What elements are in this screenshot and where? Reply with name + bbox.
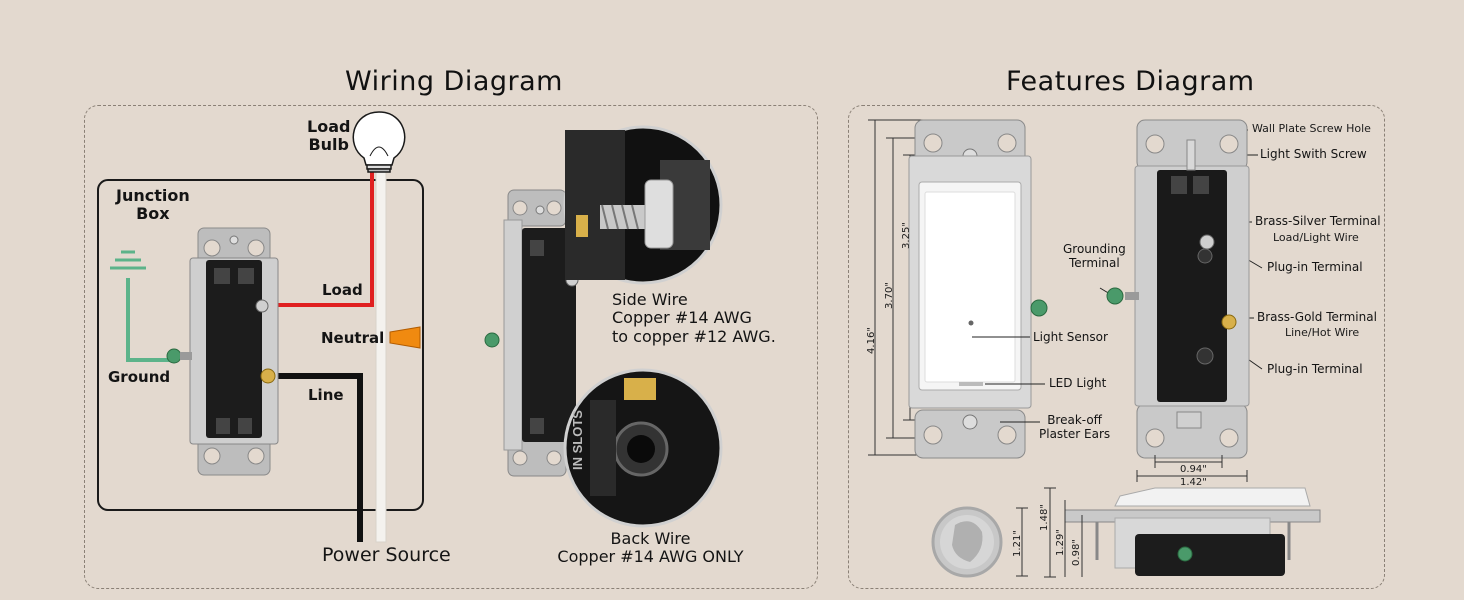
grounding-line2: Terminal (1068, 256, 1120, 270)
breakoff-line2: Plaster Ears (1039, 427, 1111, 441)
led-light-label: LED Light (1049, 376, 1107, 390)
terminal-switch (1106, 119, 1250, 459)
wiring-diagram-title: Wiring Diagram (345, 66, 563, 97)
dim-3-70: 3.70" (883, 282, 895, 309)
grounding-line1: Grounding (1063, 242, 1126, 256)
back-wire-label: Back Wire Copper #14 AWG ONLY (548, 529, 753, 567)
load-bulb-label: Load Bulb (307, 117, 351, 155)
brass-silver-label: Brass-Silver Terminal (1255, 214, 1381, 228)
load-bulb-line1: Load (307, 117, 351, 136)
dim-1-21: 1.21" (1011, 530, 1023, 557)
load-label: Load (322, 281, 363, 299)
power-source-label: Power Source (322, 544, 451, 566)
side-wire-zoom (563, 125, 723, 285)
dim-0-98: 0.98" (1070, 539, 1082, 566)
breakoff-label: Break-off Plaster Ears (1039, 413, 1110, 441)
side-wire-label: Side Wire Copper #14 AWG to copper #12 A… (612, 290, 776, 346)
ground-label: Ground (108, 368, 171, 386)
neutral-label: Neutral (321, 329, 385, 347)
dim-4-16: 4.16" (865, 327, 877, 354)
back-wire-line2: Copper #14 AWG ONLY (557, 547, 744, 567)
dim-3-25: 3.25" (900, 222, 912, 249)
features-diagram-title: Features Diagram (1006, 66, 1255, 97)
back-wire-line1: Back Wire (610, 529, 691, 548)
plugin-terminal-1-label: Plug-in Terminal (1267, 260, 1363, 274)
brass-gold-label: Brass-Gold Terminal (1257, 310, 1377, 324)
plugin-terminal-2-label: Plug-in Terminal (1267, 362, 1363, 376)
light-sensor-label: Light Sensor (1033, 330, 1108, 344)
side-wire-line3: to copper #12 AWG. (612, 326, 776, 346)
dim-1-48: 1.48" (1038, 504, 1050, 531)
ground-symbol-icon (110, 250, 146, 270)
load-bulb-line2: Bulb (308, 135, 349, 155)
coin-dimension-line (1016, 507, 1028, 577)
side-wire-line1: Side Wire (612, 290, 688, 309)
wall-plate-screw-hole-label: Wall Plate Screw Hole (1252, 122, 1371, 135)
dim-1-42: 1.42" (1180, 477, 1207, 488)
wire-nut-icon (389, 326, 421, 349)
load-wire (266, 170, 374, 307)
line-wire (268, 373, 363, 542)
junction-box (97, 179, 424, 511)
light-switch-screw-label: Light Swith Screw (1260, 147, 1367, 161)
line-label: Line (308, 386, 344, 404)
in-slots-text: IN SLOTS (570, 410, 585, 470)
front-switch (908, 119, 1048, 459)
light-bulb-icon (352, 111, 406, 173)
side-profile-switch (484, 189, 579, 477)
ground-wire (126, 278, 172, 362)
depth-dimension-lines (1044, 487, 1083, 578)
coin-icon (931, 506, 1003, 578)
breakoff-line1: Break-off (1047, 413, 1102, 427)
features-panel (848, 105, 1385, 589)
dim-1-29: 1.29" (1054, 529, 1066, 556)
junction-line2: Box (136, 204, 170, 224)
back-wire-zoom (563, 368, 723, 528)
line-hot-wire-label: Line/Hot Wire (1285, 326, 1360, 339)
load-light-wire-label: Load/Light Wire (1273, 231, 1359, 244)
profile-switch (1064, 487, 1321, 576)
main-switch (166, 227, 279, 476)
junction-line1: Junction (116, 186, 190, 205)
junction-box-label: Junction Box (116, 186, 190, 224)
wiring-panel (84, 105, 818, 589)
side-wire-line2: Copper #14 AWG (612, 308, 752, 328)
width-dimension-lines (1136, 455, 1248, 482)
dim-0-94: 0.94" (1180, 464, 1207, 475)
grounding-terminal-label: Grounding Terminal (1063, 242, 1126, 270)
